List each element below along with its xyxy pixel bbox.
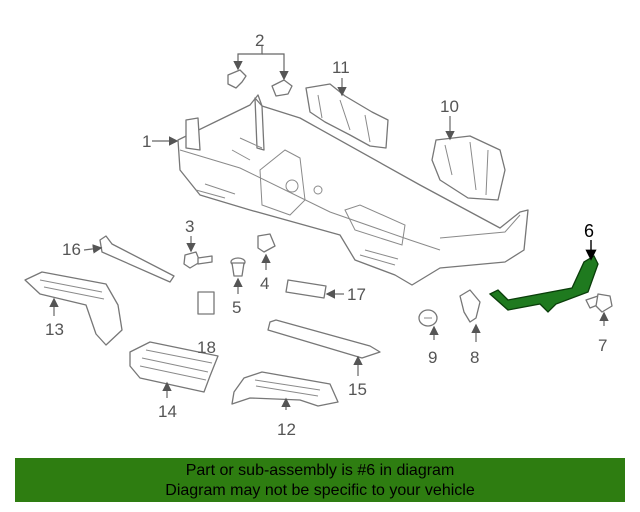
trim-strip-16-part[interactable]: [99, 235, 175, 283]
callout-7[interactable]: 7: [598, 336, 607, 355]
callout-6[interactable]: 6: [584, 221, 594, 241]
clip-part[interactable]: [257, 233, 276, 253]
bolt-part[interactable]: [183, 251, 213, 269]
callout-17[interactable]: 17: [347, 285, 366, 304]
callout-8[interactable]: 8: [470, 348, 479, 367]
leader-2a: [233, 46, 263, 71]
parts-diagram: 1 2 3 4 5 6 7 8: [24, 31, 613, 439]
pad-17-part[interactable]: [285, 279, 327, 299]
info-banner: Part or sub-assembly is #6 in diagram Di…: [15, 458, 625, 502]
callout-5[interactable]: 5: [232, 298, 241, 317]
bolt-7-part[interactable]: [585, 293, 613, 313]
leader-2b: [262, 53, 289, 81]
leader-16: [83, 244, 103, 254]
push-pin-part[interactable]: [227, 69, 293, 97]
cap-18-part[interactable]: [197, 291, 215, 315]
callout-13[interactable]: 13: [45, 320, 64, 339]
banner-line-1: Part or sub-assembly is #6 in diagram: [185, 462, 455, 479]
callout-18[interactable]: 18: [197, 338, 216, 357]
screw-part[interactable]: [418, 309, 438, 327]
callout-15[interactable]: 15: [348, 380, 367, 399]
reinforcement-part[interactable]: [431, 135, 506, 201]
trim-strip-15-part[interactable]: [267, 319, 381, 359]
banner-line-2: Diagram may not be specific to your vehi…: [165, 482, 475, 499]
callout-12[interactable]: 12: [277, 420, 296, 439]
callout-11[interactable]: 11: [332, 58, 350, 77]
callout-4[interactable]: 4: [260, 274, 269, 293]
step-pad-14-part[interactable]: [129, 341, 219, 393]
callout-2[interactable]: 2: [255, 31, 264, 50]
step-pad-13-part[interactable]: [24, 271, 123, 346]
callout-9[interactable]: 9: [428, 348, 437, 367]
callout-10[interactable]: 10: [440, 97, 459, 116]
retainer-part[interactable]: [230, 257, 246, 277]
callout-16[interactable]: 16: [62, 240, 81, 259]
bracket-part-highlighted[interactable]: [488, 255, 599, 313]
callout-3[interactable]: 3: [185, 217, 194, 236]
bracket-8-part[interactable]: [459, 289, 481, 323]
rear-bumper-part[interactable]: [177, 94, 529, 286]
callout-1[interactable]: 1: [142, 132, 151, 151]
step-pad-12-part[interactable]: [231, 371, 339, 407]
callout-14[interactable]: 14: [158, 402, 177, 421]
